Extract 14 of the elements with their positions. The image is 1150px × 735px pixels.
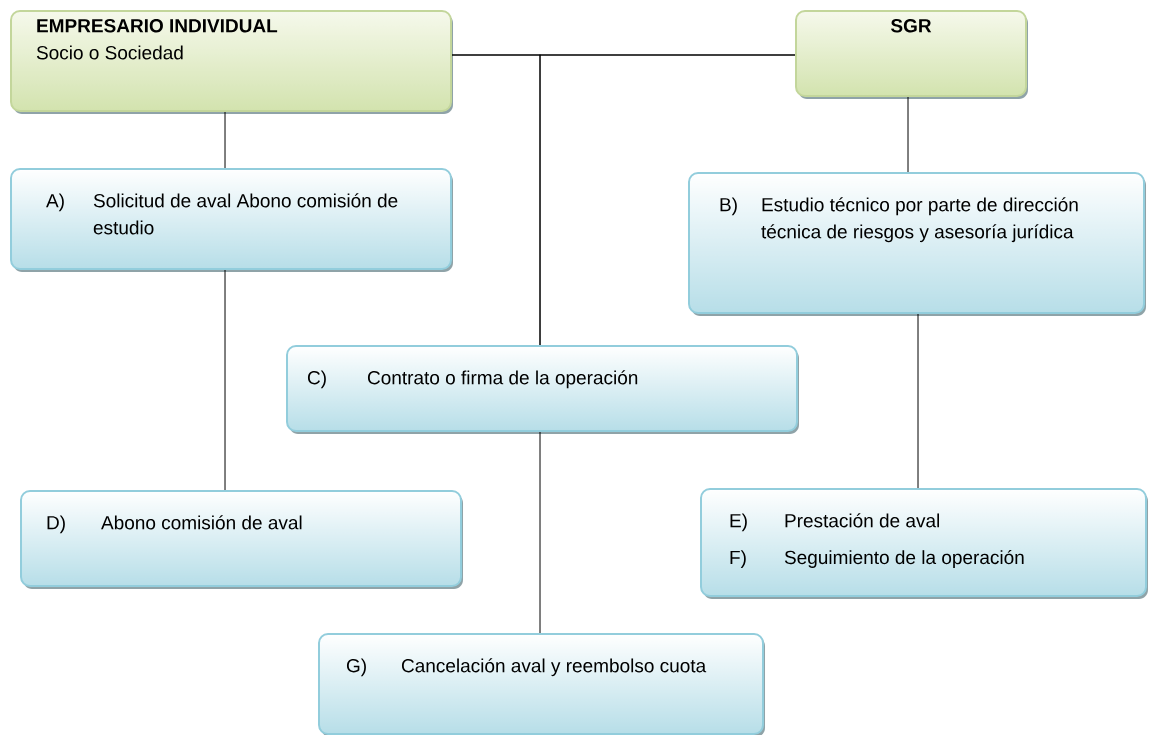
connector-line — [917, 313, 919, 489]
connector-line — [539, 431, 541, 634]
process-box: E) Prestación de aval F) Seguimiento de la operación — [700, 488, 1148, 599]
process-box: EMPRESARIO INDIVIDUAL Socio o Sociedad — [10, 10, 453, 114]
connector-line — [224, 111, 226, 169]
process-box: G) Cancelación aval y reembolso cuota — [318, 633, 765, 735]
process-box: SGR — [795, 10, 1028, 99]
process-box: B) Estudio técnico por parte de dirección técnica de riesgos y asesoría jurídica — [688, 172, 1146, 316]
process-box: C) Contrato o firma de la operación — [286, 345, 799, 434]
process-box: D) Abono comisión de aval — [20, 490, 463, 589]
connector-line — [224, 269, 226, 491]
connector-line — [907, 96, 909, 173]
process-box: A) Solicitud de aval Abono comisión de estudio — [10, 168, 453, 272]
connector-line — [539, 54, 796, 346]
